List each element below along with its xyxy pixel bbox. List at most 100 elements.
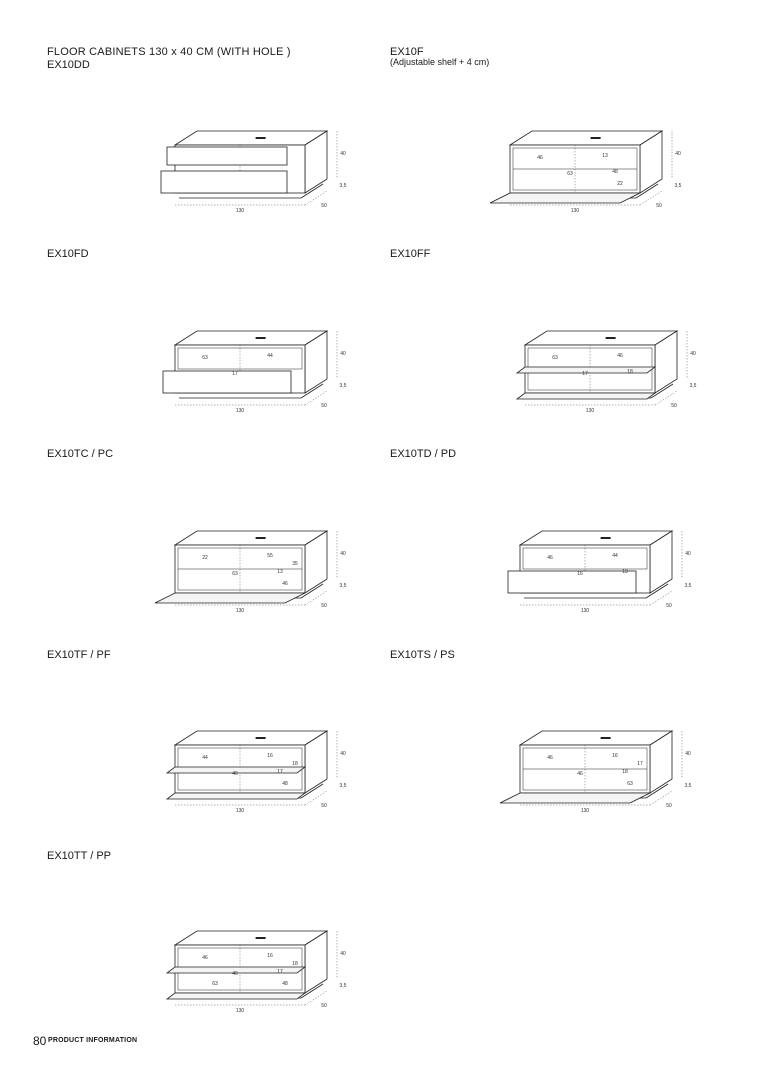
drawer-front — [162, 370, 292, 394]
dim-foot: 3,5 — [675, 183, 682, 189]
dim-height: 40 — [340, 551, 346, 557]
item-code-ex10tt: EX10TT / PP — [47, 850, 111, 862]
dim-width: 130 — [236, 808, 245, 814]
flap-door — [490, 192, 641, 204]
plinth-side — [645, 583, 669, 599]
cable-hole — [255, 737, 266, 739]
dim-foot: 3,5 — [685, 783, 692, 789]
cable-hole — [255, 537, 266, 539]
dim-inner-k: 18 — [292, 761, 298, 767]
dim-inner-a: 46 — [547, 555, 553, 561]
dim-depth: 50 — [321, 803, 327, 809]
dim-inner-c: 63 — [232, 571, 238, 577]
dim-inner-b: 16 — [612, 753, 618, 759]
dim-inner-b: 16 — [267, 753, 273, 759]
plinth-side — [300, 383, 324, 399]
dim-inner-e: 13 — [277, 569, 283, 575]
dim-inner-g: 22 — [617, 181, 623, 187]
depth-dim-line — [654, 390, 678, 406]
depth-dim-line — [649, 790, 673, 806]
dim-depth: 50 — [666, 603, 672, 609]
drawer-front — [166, 146, 288, 166]
dim-inner-c: 17 — [582, 371, 588, 377]
plinth-side — [300, 983, 324, 999]
dim-inner-c: 46 — [577, 771, 583, 777]
dim-depth: 50 — [321, 603, 327, 609]
dim-height: 40 — [340, 751, 346, 757]
dim-foot: 3,5 — [340, 983, 347, 989]
dim-inner-a: 46 — [547, 755, 553, 761]
item-note-ex10f: (Adjustable shelf + 4 cm) — [390, 57, 490, 67]
tray — [515, 392, 657, 400]
dim-height: 40 — [340, 951, 346, 957]
dim-inner-e: 48 — [612, 169, 618, 175]
dim-depth: 50 — [321, 403, 327, 409]
dim-inner-g: 63 — [627, 781, 633, 787]
cable-hole — [600, 537, 611, 539]
item-code-ex10fd: EX10FD — [47, 248, 89, 260]
item-code-ex10dd: EX10DD — [47, 59, 90, 71]
item-code-ex10f: EX10F — [390, 46, 424, 58]
tray — [165, 992, 307, 1000]
dim-inner-b: 55 — [267, 553, 273, 559]
dim-inner-c: 16 — [577, 571, 583, 577]
item-code-ex10ts: EX10TS / PS — [390, 649, 455, 661]
dim-foot: 3,5 — [340, 383, 347, 389]
dim-inner-a: 46 — [537, 155, 543, 161]
dim-width: 130 — [581, 608, 590, 614]
cable-hole — [605, 337, 616, 339]
tray — [515, 366, 657, 374]
dim-width: 130 — [236, 408, 245, 414]
dim-depth: 50 — [671, 403, 677, 409]
dim-depth: 50 — [656, 203, 662, 209]
dim-inner-e: 18 — [622, 769, 628, 775]
depth-dim-line — [304, 390, 328, 406]
depth-dim-line — [304, 790, 328, 806]
plinth-side — [645, 783, 669, 799]
dim-inner-c: 17 — [232, 371, 238, 377]
item-code-ex10tf: EX10TF / PF — [47, 649, 111, 661]
dim-foot: 3,5 — [340, 783, 347, 789]
plinth-side — [300, 783, 324, 799]
item-code-ex10tc: EX10TC / PC — [47, 448, 114, 460]
dim-inner-g: 46 — [282, 581, 288, 587]
plinth-side — [300, 183, 324, 199]
dim-inner-m: 63 — [212, 981, 218, 987]
cabinet-top — [173, 930, 329, 946]
cabinet-top — [508, 130, 664, 146]
dim-inner-c: 46 — [232, 771, 238, 777]
tray — [165, 792, 307, 800]
cable-hole — [600, 737, 611, 739]
dim-inner-b: 13 — [602, 153, 608, 159]
cable-hole — [255, 137, 266, 139]
dim-width: 130 — [586, 408, 595, 414]
dim-height: 40 — [685, 751, 691, 757]
dim-inner-a: 63 — [552, 355, 558, 361]
cabinet-top — [173, 130, 329, 146]
depth-dim-line — [304, 190, 328, 206]
drawer-front — [507, 570, 637, 594]
tray — [165, 766, 307, 774]
cable-hole — [255, 337, 266, 339]
dim-height: 40 — [685, 551, 691, 557]
dim-inner-a: 63 — [202, 355, 208, 361]
dim-inner-e: 19 — [622, 569, 628, 575]
drawer-front — [160, 170, 288, 194]
cabinet-top — [173, 730, 329, 746]
dim-inner-a: 22 — [202, 555, 208, 561]
dim-width: 130 — [581, 808, 590, 814]
cabinet-top — [518, 730, 674, 746]
dim-height: 40 — [690, 351, 696, 357]
cabinet-top — [523, 330, 679, 346]
dim-inner-c: 63 — [567, 171, 573, 177]
dim-foot: 3,5 — [690, 383, 697, 389]
dim-width: 130 — [571, 208, 580, 214]
page-number: 80 — [33, 1034, 47, 1048]
